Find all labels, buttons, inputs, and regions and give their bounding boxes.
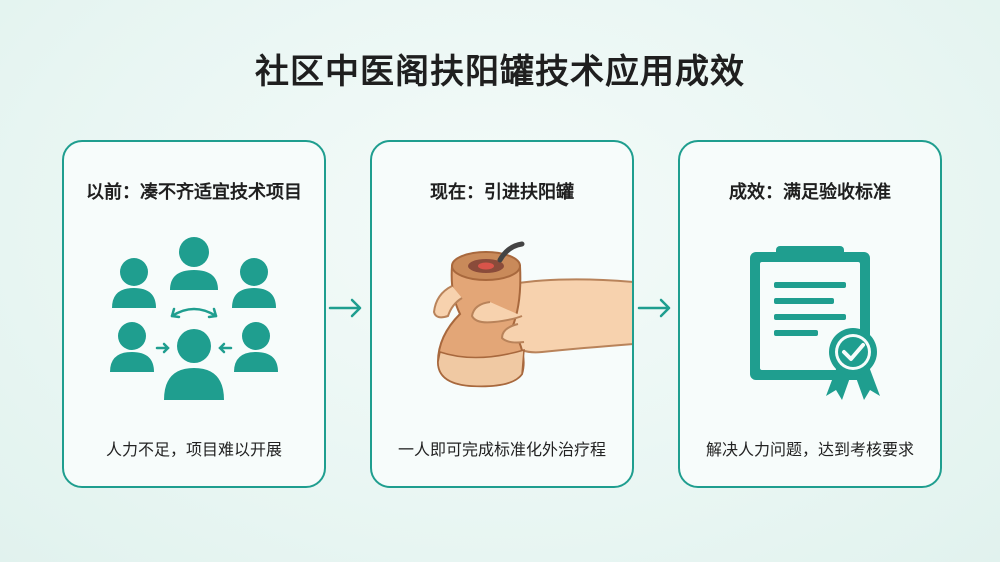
certificate-icon: [750, 246, 880, 400]
hand-holding-cup-icon: [432, 241, 632, 388]
card-heading: 以前：凑不齐适宜技术项目: [86, 182, 302, 203]
people-group-icon: [110, 237, 278, 400]
card-heading: 现在：引进扶阳罐: [430, 182, 574, 203]
card-caption: 一人即可完成标准化外治疗程: [397, 440, 606, 459]
page-title: 社区中医阁扶阳罐技术应用成效: [255, 52, 745, 92]
arrow-right-icon: [637, 298, 671, 318]
card-before: 以前：凑不齐适宜技术项目 人力不足，项目难以开展: [62, 140, 326, 488]
arrow-right-icon: [328, 298, 362, 318]
card-heading: 成效：满足验收标准: [729, 182, 891, 203]
card-caption: 解决人力问题，达到考核要求: [705, 440, 914, 459]
card-now: 现在：引进扶阳罐 一人即可完成标准化外治疗程: [370, 140, 634, 488]
card-result: 成效：满足验收标准 解决人力问题，达到考核要求: [678, 140, 942, 488]
card-caption: 人力不足，项目难以开展: [105, 440, 282, 459]
